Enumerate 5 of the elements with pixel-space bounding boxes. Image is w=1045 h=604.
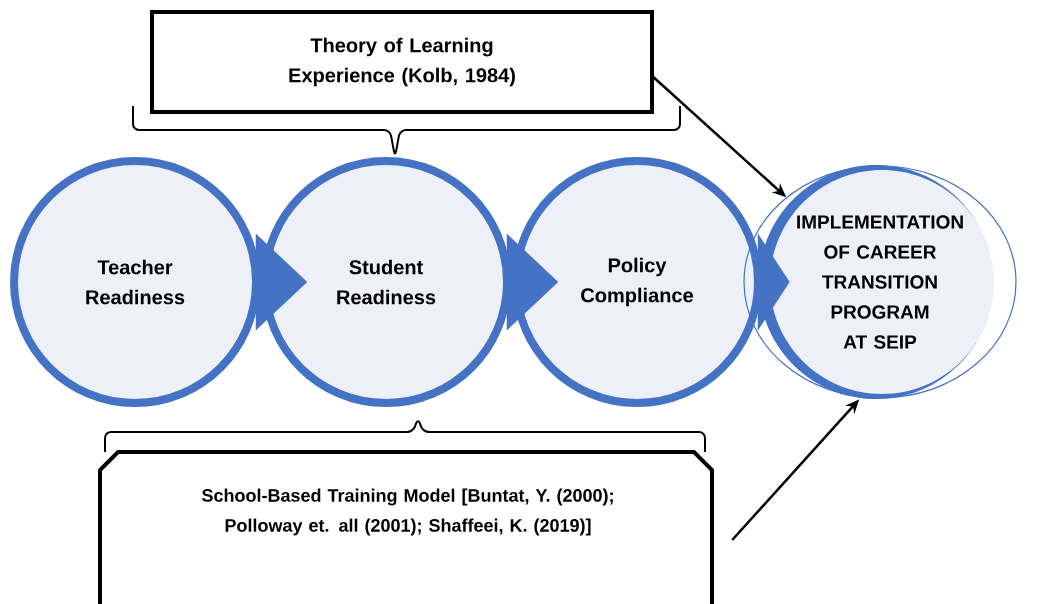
- chevron-arrow: [757, 233, 790, 331]
- reference-box: School-Based Training Model [Buntat, Y. (2000); Polloway et. all (2001); Shaffeei, K. (2019)]: [98, 450, 714, 604]
- title-box: Theory of Learning Experience (Kolb, 1984): [150, 10, 654, 114]
- chevron-arrow: [255, 233, 308, 331]
- chevron-arrow: [506, 233, 559, 331]
